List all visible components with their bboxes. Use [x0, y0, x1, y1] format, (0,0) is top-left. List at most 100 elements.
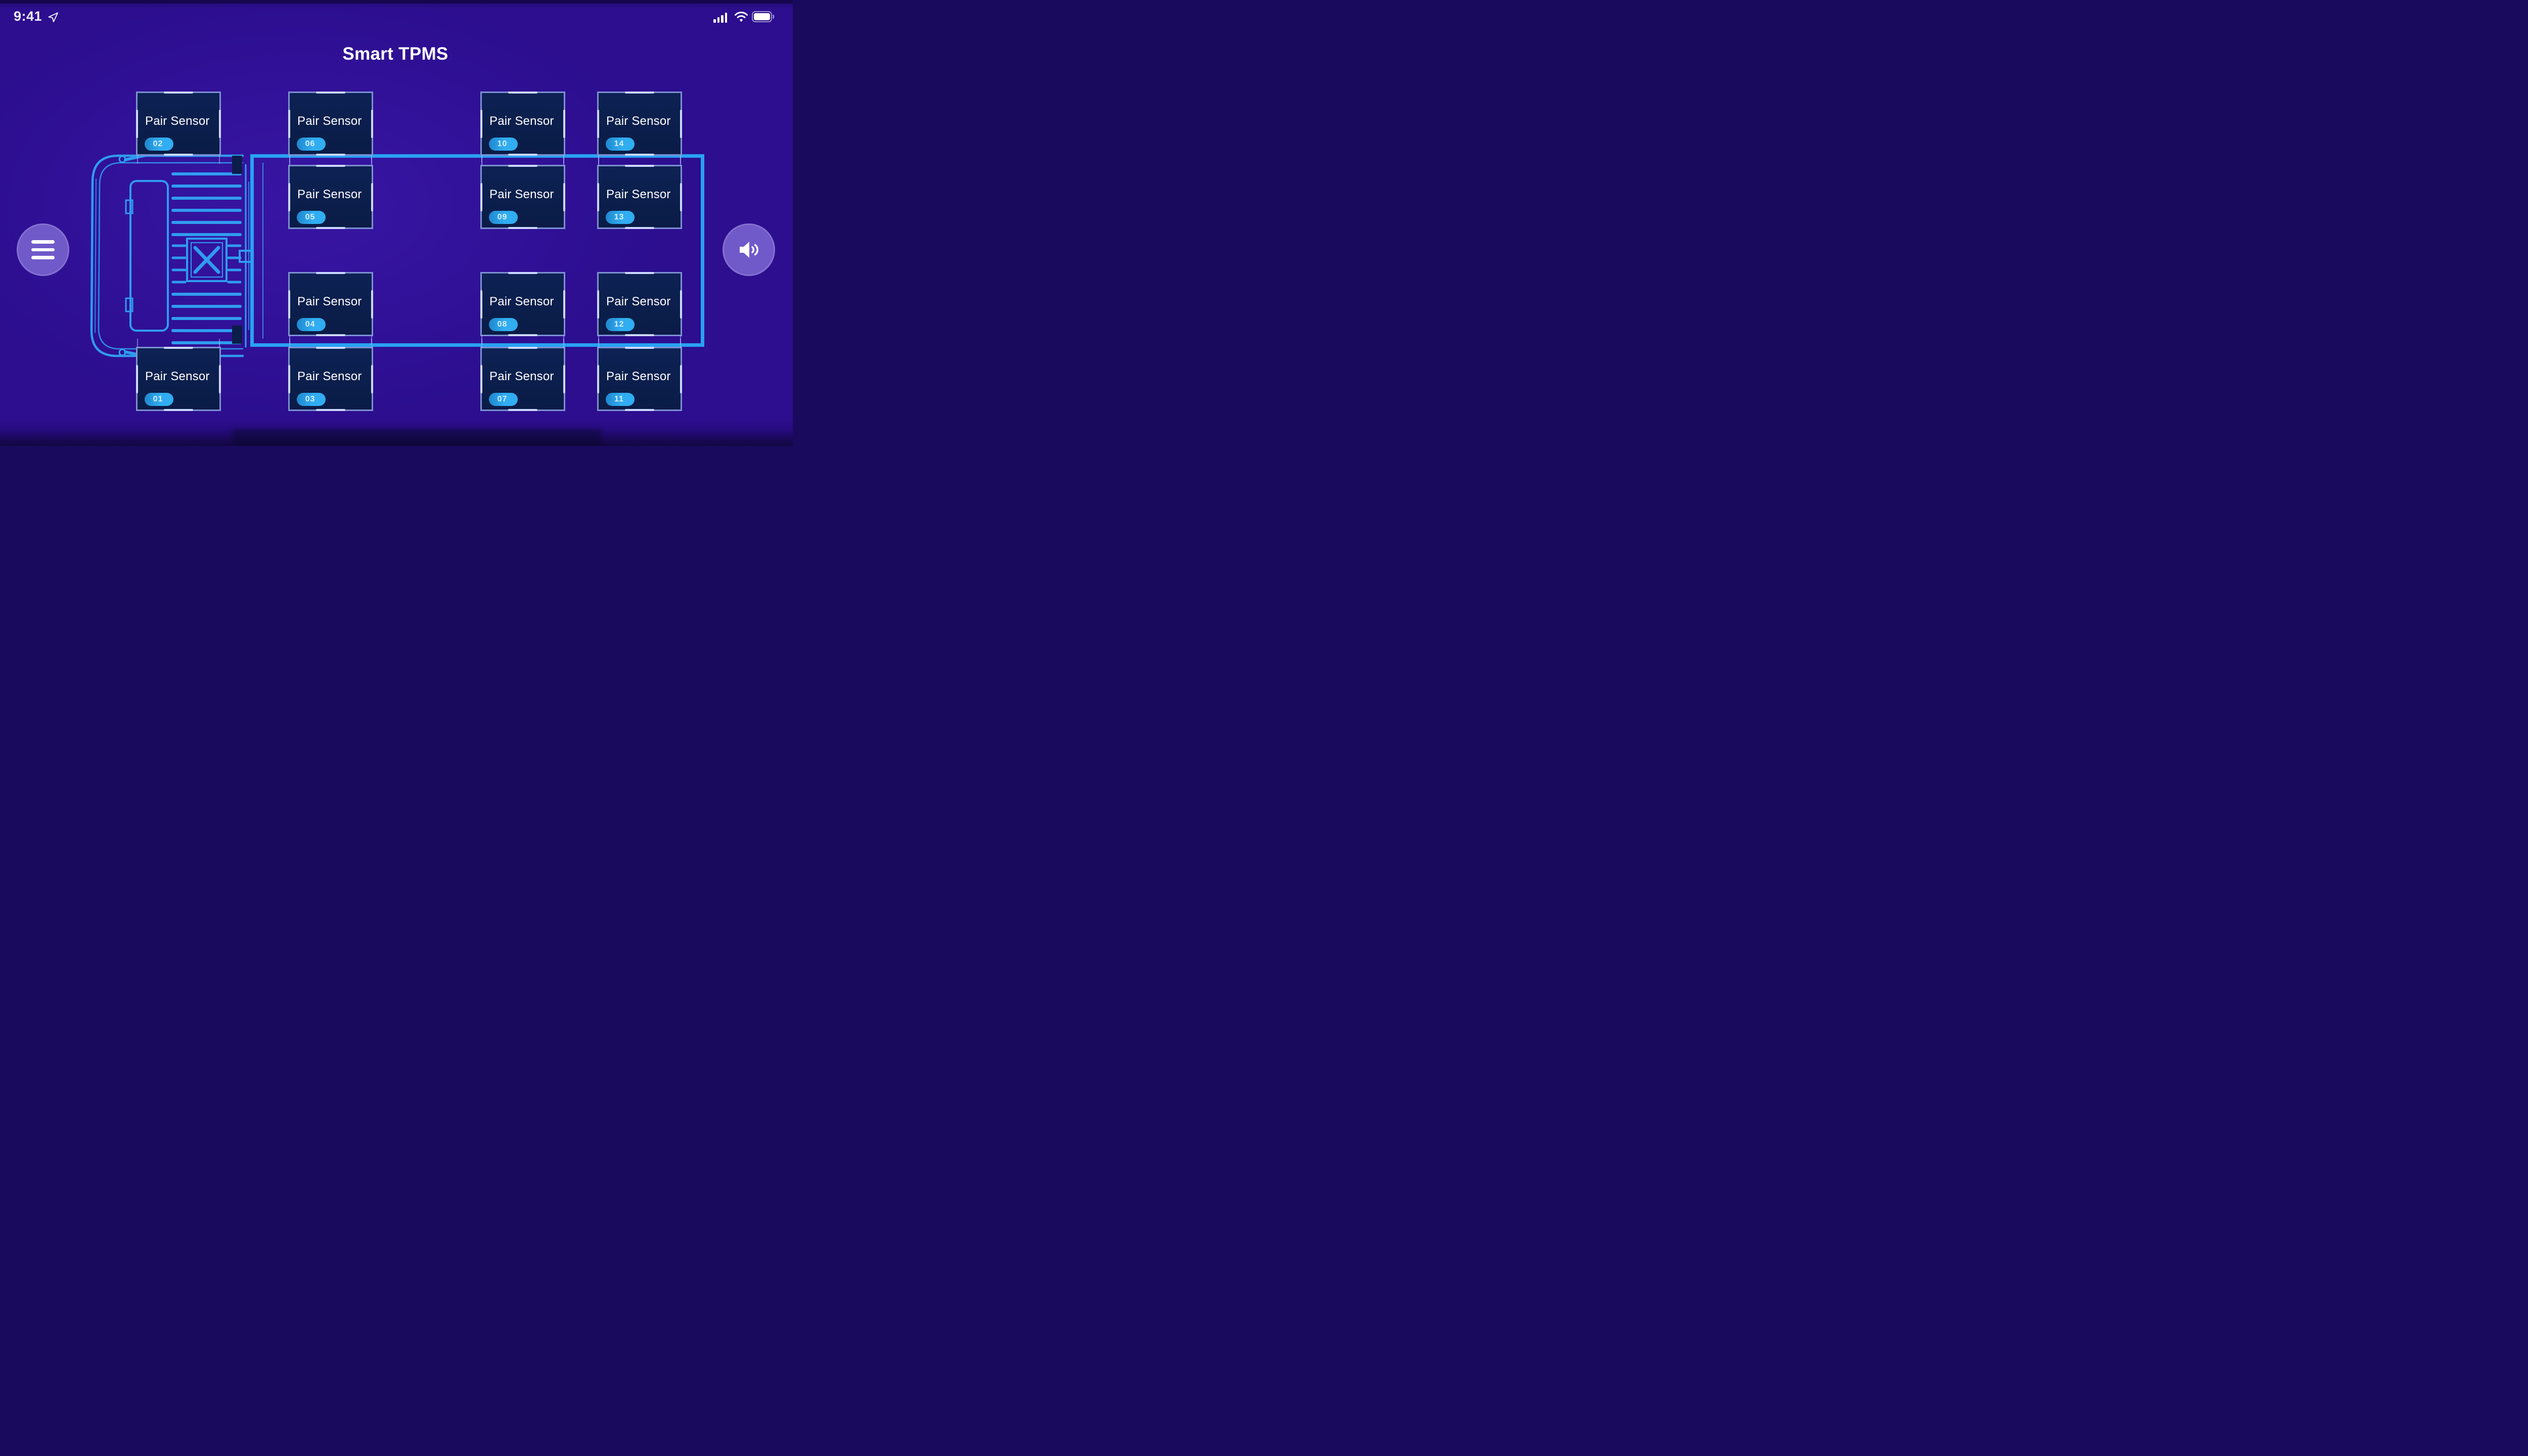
- pair-sensor-label: Pair Sensor: [489, 370, 554, 383]
- tile-border-accent: [625, 165, 654, 167]
- sensor-number-badge: 07: [489, 393, 518, 406]
- tile-border-accent: [219, 365, 221, 393]
- battery-icon: [752, 11, 775, 22]
- axle-line: [481, 155, 564, 164]
- tile-border-accent: [597, 290, 599, 318]
- pair-sensor-label: Pair Sensor: [297, 114, 362, 128]
- pair-sensor-label: Pair Sensor: [145, 114, 210, 128]
- tile-border-accent: [508, 227, 537, 229]
- pair-sensor-label: Pair Sensor: [606, 370, 671, 383]
- tile-border-accent: [480, 183, 482, 211]
- cellular-signal-icon: [713, 12, 731, 23]
- tile-border-accent: [288, 109, 290, 138]
- sensor-number-badge: 11: [606, 393, 635, 406]
- tile-border-accent: [508, 347, 537, 349]
- sensor-number-badge: 12: [606, 318, 635, 331]
- smart-tpms-screen: 9:41 Smart TPMS: [0, 0, 793, 446]
- pair-sensor-tile-10[interactable]: Pair Sensor 10: [480, 92, 565, 164]
- pair-sensor-label: Pair Sensor: [145, 370, 210, 383]
- sensor-number-badge: 13: [606, 211, 635, 224]
- tile-border-accent: [219, 109, 221, 138]
- tile-border-accent: [625, 272, 654, 274]
- pair-sensor-tile-11[interactable]: Pair Sensor 11: [597, 339, 682, 411]
- tile-border-accent: [136, 109, 138, 138]
- axle-line: [481, 335, 564, 344]
- pair-sensor-tile-03[interactable]: Pair Sensor 03: [288, 339, 373, 411]
- sensor-number-badge: 03: [297, 393, 326, 406]
- tile-border-accent: [316, 334, 345, 336]
- tile-border-accent: [316, 347, 345, 349]
- pair-sensor-tile-04[interactable]: Pair Sensor 04: [288, 272, 373, 344]
- status-time: 9:41: [14, 9, 42, 24]
- tile-border-accent: [508, 272, 537, 274]
- sensor-number-badge: 01: [145, 393, 173, 406]
- pair-sensor-label: Pair Sensor: [297, 370, 362, 383]
- tile-border-accent: [597, 109, 599, 138]
- pair-sensor-tile-13[interactable]: Pair Sensor 13: [597, 157, 682, 229]
- sensor-number-badge: 04: [297, 318, 326, 331]
- tile-border-accent: [563, 365, 565, 393]
- tile-border-accent: [164, 154, 193, 156]
- tile-border-accent: [480, 290, 482, 318]
- sound-button[interactable]: [723, 223, 775, 276]
- pair-sensor-label: Pair Sensor: [297, 295, 362, 308]
- axle-line: [137, 155, 220, 164]
- location-arrow-icon: [48, 12, 58, 22]
- tile-border-accent: [508, 154, 537, 156]
- tile-border-accent: [625, 347, 654, 349]
- tile-border-accent: [316, 272, 345, 274]
- tile-border-accent: [480, 109, 482, 138]
- pair-sensor-label: Pair Sensor: [489, 295, 554, 308]
- pair-sensor-tile-12[interactable]: Pair Sensor 12: [597, 272, 682, 344]
- tile-border-accent: [597, 365, 599, 393]
- tile-border-accent: [625, 154, 654, 156]
- tile-border-accent: [563, 290, 565, 318]
- axle-line: [598, 155, 681, 164]
- tile-border-accent: [680, 365, 682, 393]
- pair-sensor-label: Pair Sensor: [606, 295, 671, 308]
- wifi-icon: [735, 12, 748, 22]
- tile-border-accent: [288, 365, 290, 393]
- tile-border-accent: [136, 365, 138, 393]
- sensor-number-badge: 08: [489, 318, 518, 331]
- trailer-front-wall-line: [262, 163, 263, 339]
- tile-border-accent: [316, 92, 345, 94]
- pair-sensor-label: Pair Sensor: [297, 188, 362, 201]
- trailer-outline: [250, 154, 704, 347]
- tile-border-accent: [371, 183, 373, 211]
- pair-sensor-label: Pair Sensor: [489, 114, 554, 128]
- tile-border-accent: [508, 334, 537, 336]
- hamburger-menu-icon: [31, 240, 55, 259]
- tile-border-accent: [164, 92, 193, 94]
- tile-border-accent: [480, 365, 482, 393]
- pair-sensor-label: Pair Sensor: [606, 188, 671, 201]
- tile-border-accent: [680, 183, 682, 211]
- tile-border-accent: [371, 365, 373, 393]
- pair-sensor-tile-14[interactable]: Pair Sensor 14: [597, 92, 682, 164]
- tile-border-accent: [563, 183, 565, 211]
- axle-line: [137, 339, 220, 348]
- pair-sensor-tile-01[interactable]: Pair Sensor 01: [136, 339, 221, 411]
- menu-button[interactable]: [17, 223, 69, 276]
- tile-border-accent: [680, 290, 682, 318]
- bottom-edge-shade: [0, 429, 793, 446]
- axle-line: [289, 335, 372, 344]
- pair-sensor-label: Pair Sensor: [606, 114, 671, 128]
- tractor-rear-wheel-top: [232, 156, 242, 174]
- tile-border-accent: [316, 227, 345, 229]
- axle-line: [598, 335, 681, 344]
- speaker-icon: [740, 242, 758, 258]
- sensor-number-badge: 10: [489, 138, 518, 151]
- tile-border-accent: [164, 347, 193, 349]
- pair-sensor-tile-08[interactable]: Pair Sensor 08: [480, 272, 565, 344]
- pair-sensor-tile-07[interactable]: Pair Sensor 07: [480, 339, 565, 411]
- tile-border-accent: [508, 409, 537, 411]
- tile-border-accent: [371, 109, 373, 138]
- top-edge-shade: [0, 0, 793, 4]
- sensor-number-badge: 14: [606, 138, 635, 151]
- page-title: Smart TPMS: [342, 44, 448, 64]
